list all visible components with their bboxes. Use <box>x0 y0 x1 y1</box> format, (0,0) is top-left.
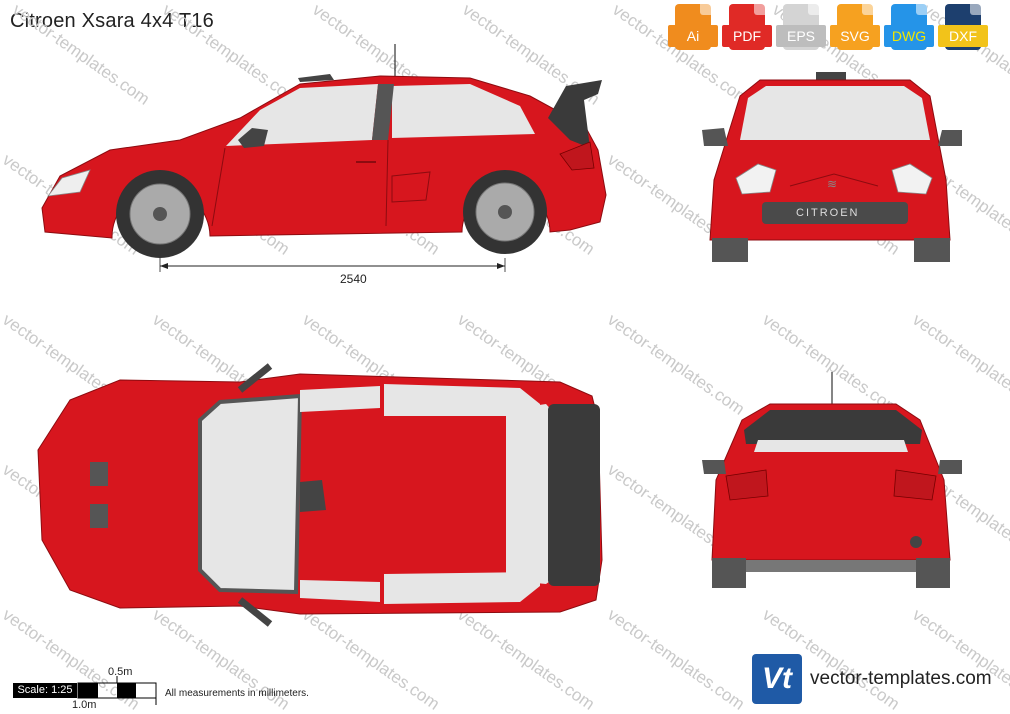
vt-logo[interactable]: Vt <box>752 654 802 704</box>
one-meter-label: 1.0m <box>72 699 97 711</box>
svg-format-button[interactable]: SVG <box>830 4 880 54</box>
format-label: Ai <box>668 25 718 47</box>
units-note: All measurements in millimeters. <box>165 688 309 699</box>
eps-format-button[interactable]: EPS <box>776 4 826 54</box>
format-buttons: Ai PDF EPS SVG DWG DXF <box>666 4 1006 54</box>
format-label: DXF <box>938 25 988 47</box>
dwg-format-button[interactable]: DWG <box>884 4 934 54</box>
pdf-format-button[interactable]: PDF <box>722 4 772 54</box>
format-label: PDF <box>722 25 772 47</box>
format-label: SVG <box>830 25 880 47</box>
ai-format-button[interactable]: Ai <box>668 4 718 54</box>
dxf-format-button[interactable]: DXF <box>938 4 988 54</box>
site-link[interactable]: vector-templates.com <box>810 668 992 689</box>
wheelbase-dimension: 2540 <box>340 272 367 286</box>
svg-text:≋: ≋ <box>827 177 837 191</box>
format-label: DWG <box>884 25 934 47</box>
format-label: EPS <box>776 25 826 47</box>
scale-label: Scale: 1:25 <box>13 683 77 698</box>
page-title: Citroen Xsara 4x4 T16 <box>10 10 214 32</box>
grille-badge: CITROEN <box>796 207 860 219</box>
half-meter-label: 0.5m <box>108 666 133 678</box>
